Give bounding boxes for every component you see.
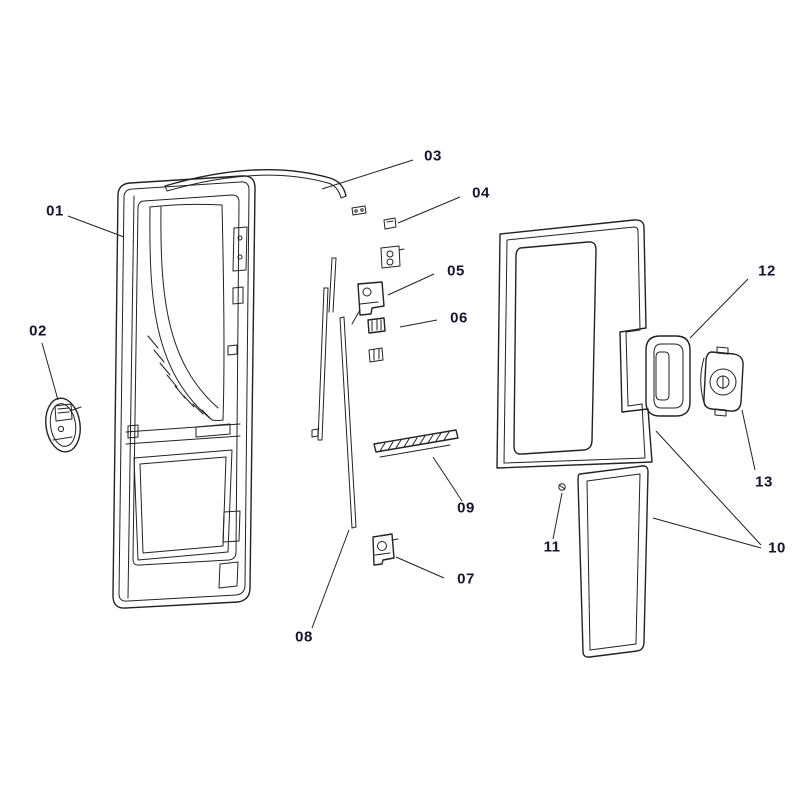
part-label-10: 10: [768, 539, 786, 557]
part-label-03: 03: [424, 147, 442, 165]
part-label-01: 01: [46, 202, 64, 220]
part-label-05: 05: [447, 262, 465, 280]
fastener-part-11: [558, 483, 566, 491]
lock-cylinder-part-13: [700, 346, 744, 417]
part-label-07: 07: [457, 570, 475, 588]
part-label-06: 06: [450, 309, 468, 327]
part-label-09: 09: [457, 499, 475, 517]
door-handle-part-12: [645, 335, 691, 417]
leader-lines: [41, 159, 762, 629]
latch-keeper-part-02: [45, 397, 82, 453]
part-label-11: 11: [543, 538, 561, 556]
part-label-04: 04: [472, 184, 490, 202]
rods-part-08: [311, 257, 357, 529]
door-frame-part-01: [112, 175, 256, 609]
lower-bracket-part-07: [372, 533, 399, 566]
clips-part-06: [367, 317, 386, 363]
fixing-pieces-part-04: [351, 205, 397, 230]
part-label-13: 13: [755, 473, 773, 491]
outer-panels-part-10: [496, 219, 653, 658]
part-label-02: 02: [29, 322, 47, 340]
part-label-08: 08: [295, 628, 313, 646]
hatched-bar-part-09: [373, 429, 459, 458]
part-label-12: 12: [758, 262, 776, 280]
lock-bracket-part-05: [351, 245, 405, 325]
top-trim-strip-part-03: [164, 168, 347, 199]
